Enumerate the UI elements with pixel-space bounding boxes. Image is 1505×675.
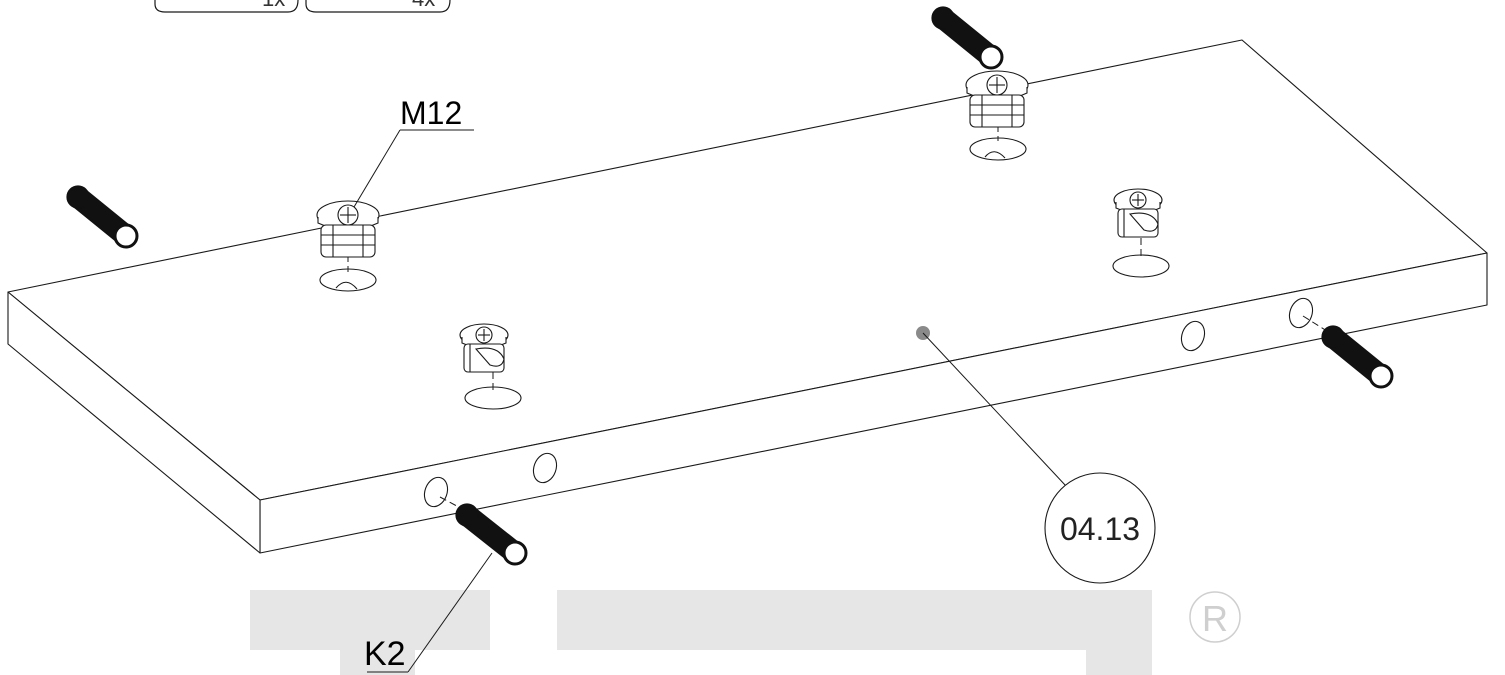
dowel-label: K2 <box>364 635 406 673</box>
cam-lock <box>316 200 380 258</box>
registered-mark-letter: R <box>1202 598 1228 639</box>
watermark-band-right <box>557 590 1152 650</box>
panel-left-face <box>7 291 261 554</box>
quantity-label-2: 4x <box>412 0 435 11</box>
edge-hole <box>1180 320 1206 352</box>
dowel-callout: K2 <box>364 552 493 673</box>
dowel <box>66 185 139 249</box>
dowel <box>931 6 1004 70</box>
quantity-counters: 1x 4x <box>154 0 451 13</box>
registered-mark: R <box>1189 591 1241 643</box>
dowel <box>1321 325 1394 389</box>
edge-holes <box>423 297 1314 508</box>
cam-lock <box>1113 188 1163 238</box>
dowels <box>66 6 1394 566</box>
alignment-lines <box>347 125 1331 513</box>
part-number-circle <box>1044 472 1156 584</box>
quantity-label-1: 1x <box>262 0 285 11</box>
cam-lock-callout: M12 <box>353 95 474 208</box>
watermark-tab-left <box>340 650 415 675</box>
shelf-panel <box>7 39 1488 554</box>
dowel <box>455 503 528 566</box>
edge-hole <box>423 476 449 508</box>
cam-lock-fittings <box>316 70 1163 373</box>
watermark-bands <box>250 590 1152 675</box>
quantity-counter-1: 1x <box>154 0 299 13</box>
quantity-counter-2: 4x <box>305 0 451 13</box>
cam-lock-label: M12 <box>400 95 462 131</box>
edge-hole <box>1288 297 1314 329</box>
cam-lock <box>965 70 1029 128</box>
part-leader-line <box>922 332 1067 487</box>
edge-hole <box>532 452 558 484</box>
part-number-label: 04.13 <box>1060 511 1140 547</box>
part-marker: 04.13 <box>916 326 1156 584</box>
cam-lock <box>459 323 509 373</box>
watermark-tab-right <box>1086 650 1152 675</box>
watermark-band-left <box>250 590 490 650</box>
